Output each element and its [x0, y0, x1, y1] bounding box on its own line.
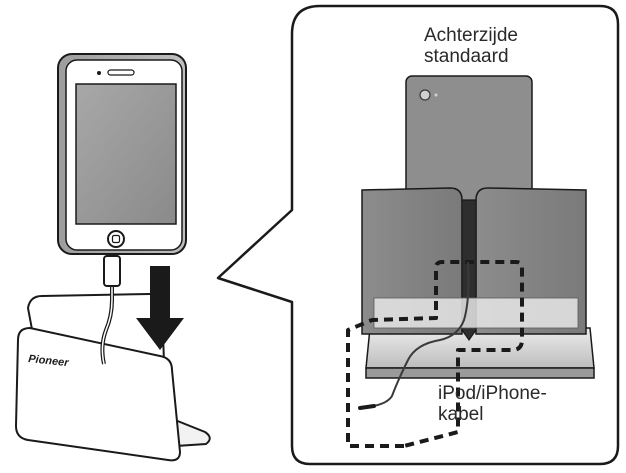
tablet-device	[57, 53, 187, 255]
cable-label: iPod/iPhone- kabel	[438, 383, 547, 425]
back-stand-label-line2: standaard	[424, 46, 509, 67]
home-button-icon	[107, 230, 125, 248]
cable-label-line1: iPod/iPhone-	[438, 383, 547, 404]
stand-rear-view	[346, 75, 595, 448]
device-camera	[419, 89, 431, 101]
stand-overview: Pioneer	[14, 53, 211, 462]
back-stand-label: Achterzijde standaard	[424, 25, 518, 67]
stand-logo: Pioneer	[28, 353, 70, 369]
stand-front-panel	[14, 326, 182, 462]
cable-route	[346, 260, 524, 448]
cable-connector	[103, 255, 121, 287]
cable-wire	[359, 261, 470, 409]
speaker-slot	[107, 69, 135, 76]
back-stand-label-line1: Achterzijde	[424, 25, 518, 46]
stand-panel-right	[475, 187, 587, 335]
tablet-screen	[75, 83, 177, 225]
insert-arrow-icon	[136, 266, 184, 350]
cable-label-line2: kabel	[438, 404, 484, 425]
